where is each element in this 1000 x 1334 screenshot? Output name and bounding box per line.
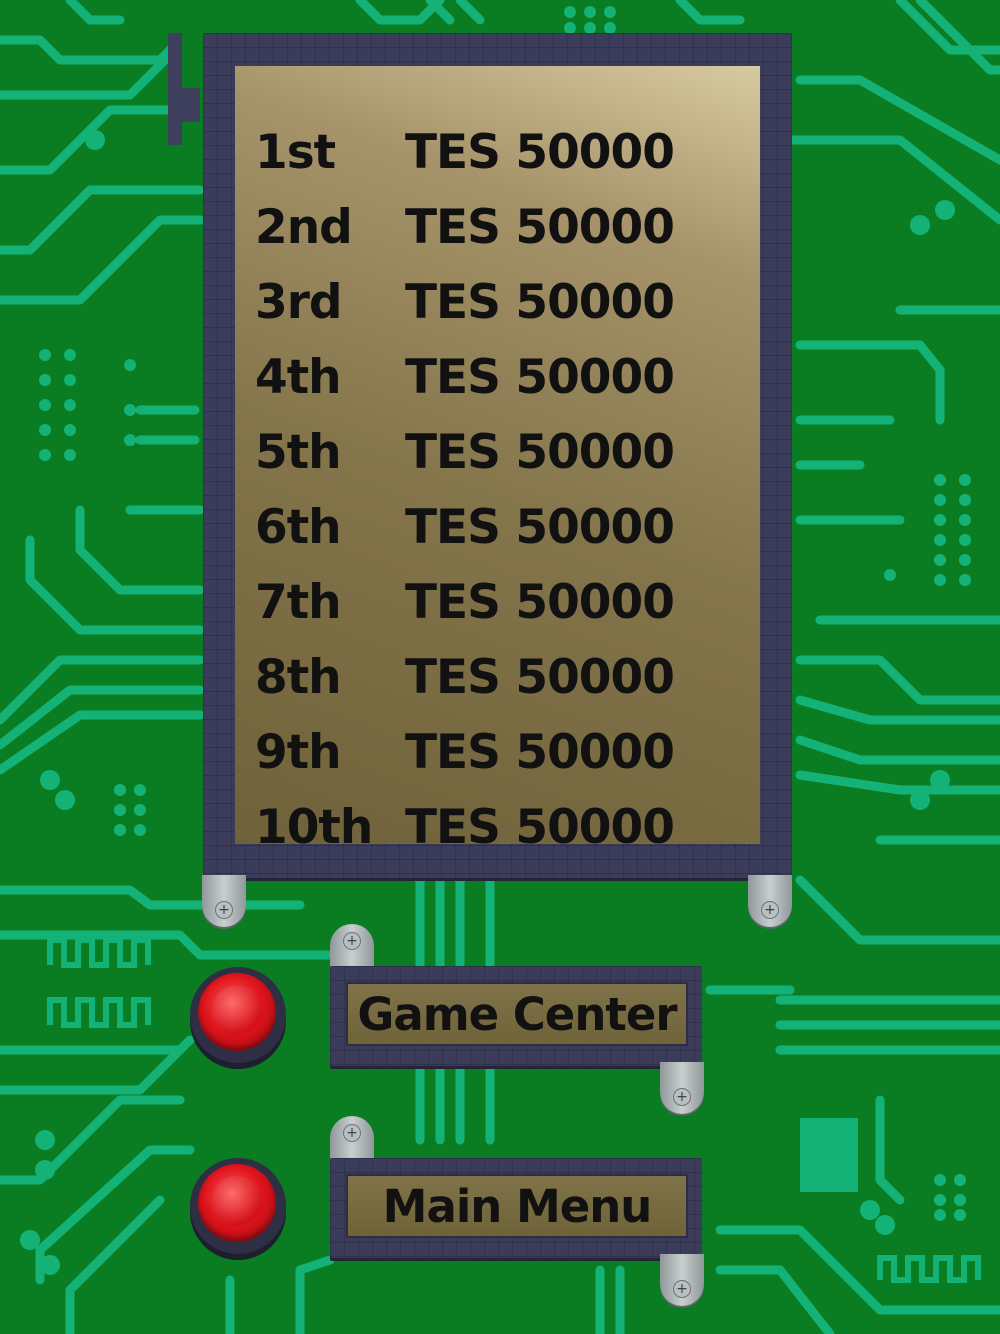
screw-icon: + bbox=[673, 1280, 691, 1298]
leaderboard-row: 2nd TES 50000 bbox=[255, 199, 735, 274]
screw-icon: + bbox=[673, 1088, 691, 1106]
rank-label: 8th bbox=[255, 650, 342, 705]
rank-label: 10th bbox=[255, 800, 373, 855]
leaderboard-row: 10th TES 50000 bbox=[255, 799, 735, 874]
red-push-button-icon[interactable] bbox=[190, 967, 286, 1063]
leaderboard-row: 6th TES 50000 bbox=[255, 499, 735, 574]
leaderboard-row: 8th TES 50000 bbox=[255, 649, 735, 724]
leaderboard-row: 5th TES 50000 bbox=[255, 424, 735, 499]
button-bracket: + bbox=[660, 1062, 704, 1114]
leaderboard-row: 7th TES 50000 bbox=[255, 574, 735, 649]
score-entry: TES 50000 bbox=[405, 200, 675, 255]
score-entry: TES 50000 bbox=[405, 725, 675, 780]
rank-label: 4th bbox=[255, 350, 342, 405]
rank-label: 1st bbox=[255, 125, 336, 180]
main-menu-button[interactable]: Main Menu bbox=[330, 1158, 702, 1258]
leaderboard-panel: 1st TES 50000 2nd TES 50000 3rd TES 5000… bbox=[203, 33, 792, 878]
screw-icon: + bbox=[215, 901, 233, 919]
red-push-button-icon[interactable] bbox=[190, 1158, 286, 1254]
leaderboard-row: 9th TES 50000 bbox=[255, 724, 735, 799]
leaderboard-row: 3rd TES 50000 bbox=[255, 274, 735, 349]
rank-label: 7th bbox=[255, 575, 342, 630]
main-menu-plate: Main Menu bbox=[346, 1174, 688, 1238]
red-button-cap bbox=[198, 973, 276, 1051]
rank-label: 9th bbox=[255, 725, 342, 780]
panel-bracket: + bbox=[202, 875, 246, 927]
score-entry: TES 50000 bbox=[405, 275, 675, 330]
score-entry: TES 50000 bbox=[405, 800, 675, 855]
rank-label: 5th bbox=[255, 425, 342, 480]
game-center-plate: Game Center bbox=[346, 982, 688, 1046]
leaderboard-row: 4th TES 50000 bbox=[255, 349, 735, 424]
screw-icon: + bbox=[343, 1124, 361, 1142]
game-center-label: Game Center bbox=[357, 987, 677, 1041]
score-entry: TES 50000 bbox=[405, 650, 675, 705]
screw-icon: + bbox=[343, 932, 361, 950]
score-entry: TES 50000 bbox=[405, 125, 675, 180]
leaderboard-row: 1st TES 50000 bbox=[255, 124, 735, 199]
panel-bracket: + bbox=[748, 875, 792, 927]
score-entry: TES 50000 bbox=[405, 425, 675, 480]
red-button-cap bbox=[198, 1164, 276, 1242]
score-entry: TES 50000 bbox=[405, 350, 675, 405]
rank-label: 3rd bbox=[255, 275, 343, 330]
score-entry: TES 50000 bbox=[405, 575, 675, 630]
score-entry: TES 50000 bbox=[405, 500, 675, 555]
button-bracket: + bbox=[660, 1254, 704, 1306]
game-center-button[interactable]: Game Center bbox=[330, 966, 702, 1066]
rank-label: 6th bbox=[255, 500, 342, 555]
screw-icon: + bbox=[761, 901, 779, 919]
main-menu-label: Main Menu bbox=[382, 1179, 653, 1233]
rank-label: 2nd bbox=[255, 200, 353, 255]
leaderboard-plate: 1st TES 50000 2nd TES 50000 3rd TES 5000… bbox=[235, 66, 760, 855]
